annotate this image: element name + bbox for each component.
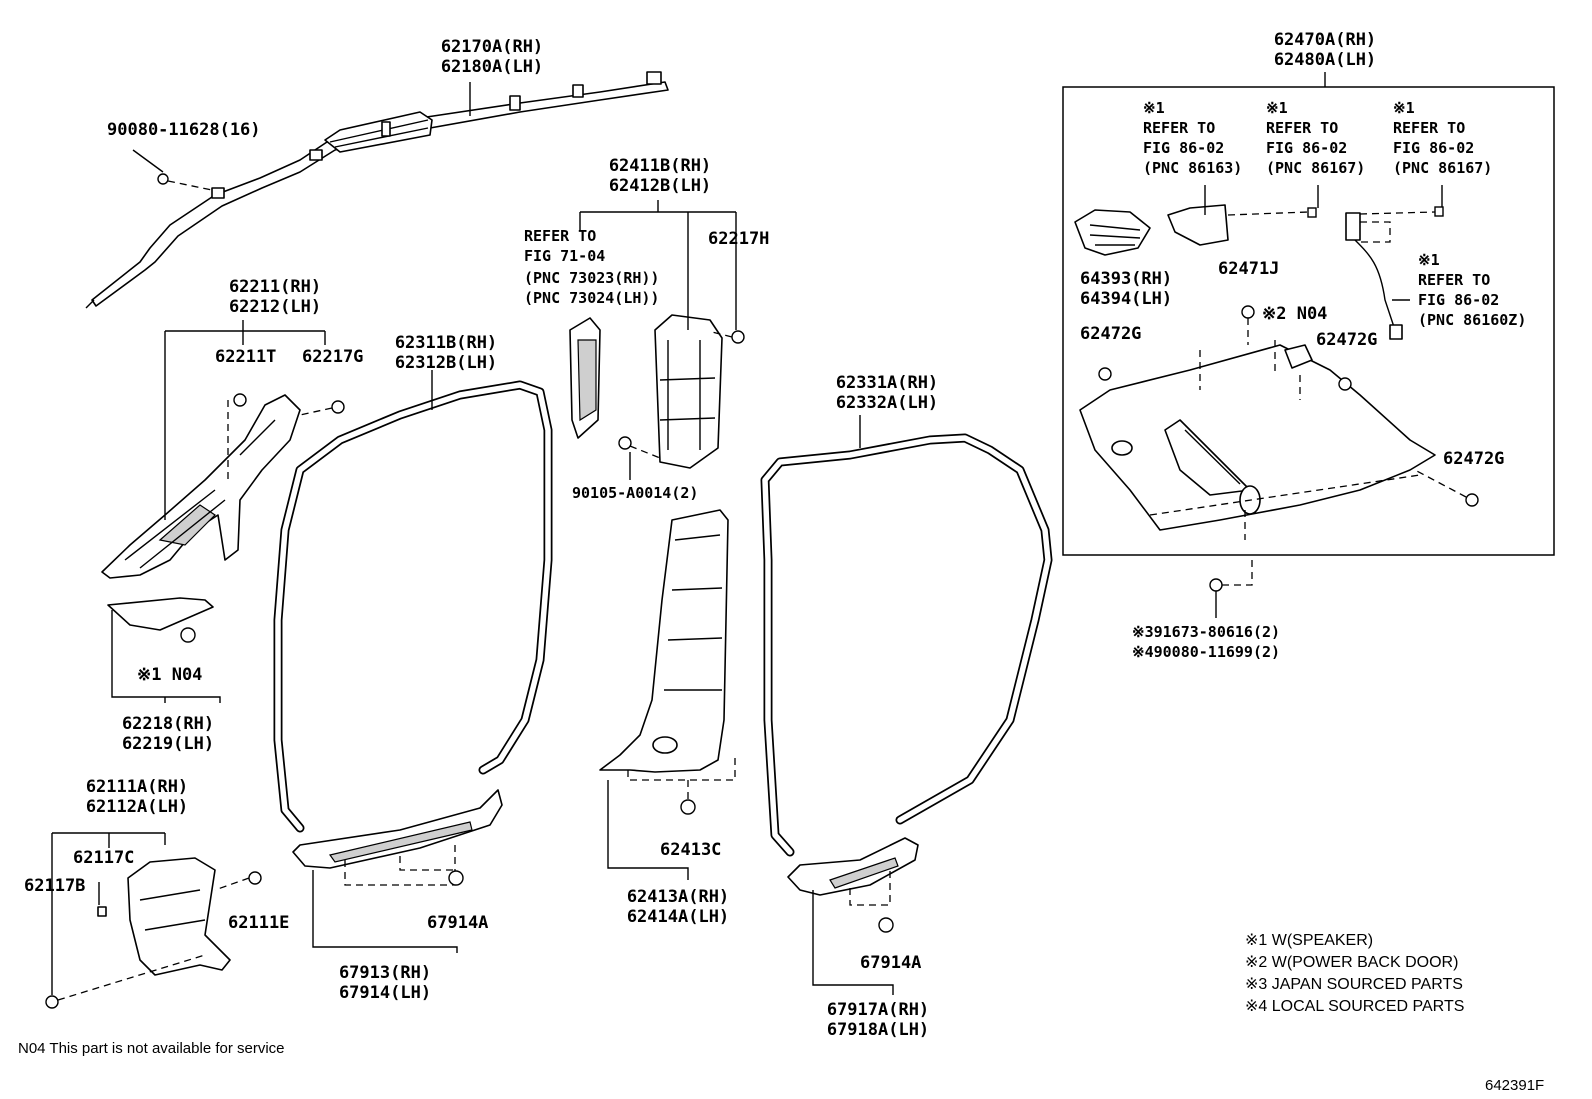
airbag-lh-label: 62180A(LH) [440,57,544,77]
cowl-clip-c-label: 62117C [73,848,135,868]
cowl-rh-label: 62111A(RH) [85,777,189,797]
quarter-rh-label: 62470A(RH) [1273,30,1377,50]
quarter-clip-g1-label: 62472G [1080,324,1142,344]
quarter-screw-4-label: ※490080-11699(2) [1132,643,1281,661]
pnc-73023-label: (PNC 73023(RH)) [524,269,660,287]
legend-4: ※4 LOCAL SOURCED PARTS [1245,998,1465,1015]
airbag-rh-label: 62170A(RH) [440,37,544,57]
b-pillar-lower-clip-label: 62413C [660,840,722,860]
quarter-lh-label: 62480A(LH) [1273,50,1377,70]
ref-86163: ※1 REFER TO FIG 86-02 (PNC 86163) [1143,99,1243,177]
cowl-side-trim [45,832,262,1009]
front-seal-lh-label: 62312B(LH) [394,353,498,373]
speaker-grille-lh-label: 64394(LH) [1080,289,1173,309]
b-pillar-upper-garnish [569,200,745,480]
a-pillar-rh-label: 62211(RH) [228,277,322,297]
quarter-clip-g3-label: 62472G [1443,449,1505,469]
diagram-code: 642391F [1485,1077,1545,1094]
cowl-clip-b-label: 62117B [24,876,86,896]
quarter-mark-2: ※2 N04 [1262,304,1328,324]
pnc-73024-label: (PNC 73024(LH)) [524,289,660,307]
rear-door-seal [760,415,1053,857]
quarter-clip-g2-label: 62472G [1316,330,1378,350]
b-pillar-clip-h-label: 62217H [708,229,770,249]
cowl-clip-e-label: 62111E [228,913,290,933]
rear-seal-rh-label: 62331A(RH) [835,373,939,393]
refer-fig-71-04: REFER TO FIG 71-04 [524,227,606,265]
front-door-seal [273,370,553,833]
a-pillar-cover-mark: ※1 N04 [137,665,203,685]
a-pillar-lh-label: 62212(LH) [228,297,322,317]
footnote: N04 This part is not available for servi… [18,1040,285,1057]
curtain-airbag [85,71,669,309]
a-pillar-clip-t-label: 62211T [215,347,277,367]
rear-scuff-plate [787,837,919,995]
b-pillar-lower-garnish [599,509,736,880]
ref-86167-a: ※1 REFER TO FIG 86-02 (PNC 86167) [1266,99,1366,177]
ref-86167-b: ※1 REFER TO FIG 86-02 (PNC 86167) [1393,99,1493,177]
legend-2: ※2 W(POWER BACK DOOR) [1245,954,1459,971]
legend-1: ※1 W(SPEAKER) [1245,932,1374,949]
rear-scuff-rh-label: 67917A(RH) [826,1000,930,1020]
quarter-trim-group [1062,72,1555,618]
a-pillar-cover [107,597,221,703]
quarter-screw-3-label: ※391673-80616(2) [1132,623,1281,641]
b-pillar-screw-label: 90105-A0014(2) [572,484,699,502]
front-scuff-rh-label: 67913(RH) [338,963,432,983]
a-pillar-clip-g-label: 62217G [302,347,364,367]
rear-scuff-lh-label: 67918A(LH) [826,1020,930,1040]
a-pillar-cover-rh-label: 62218(RH) [121,714,215,734]
b-pillar-upper-rh-label: 62411B(RH) [608,156,712,176]
front-scuff-clip-label: 67914A [427,913,489,933]
front-seal-rh-label: 62311B(RH) [394,333,498,353]
quarter-clip-j-label: 62471J [1218,259,1280,279]
speaker-grille-rh-label: 64393(RH) [1080,269,1173,289]
front-scuff-plate [292,789,503,953]
a-pillar-garnish [101,320,345,579]
b-pillar-upper-lh-label: 62412B(LH) [608,176,712,196]
ref-86160z: ※1 REFER TO FIG 86-02 (PNC 86160Z) [1418,251,1527,329]
a-pillar-cover-lh-label: 62219(LH) [121,734,215,754]
rear-seal-lh-label: 62332A(LH) [835,393,939,413]
rear-scuff-clip-label: 67914A [860,953,922,973]
airbag-screw-label: 90080-11628(16) [107,120,261,140]
cowl-lh-label: 62112A(LH) [85,797,189,817]
front-scuff-lh-label: 67914(LH) [338,983,432,1003]
b-pillar-lower-rh-label: 62413A(RH) [626,887,730,907]
b-pillar-lower-lh-label: 62414A(LH) [626,907,730,927]
legend-3: ※3 JAPAN SOURCED PARTS [1245,976,1463,993]
